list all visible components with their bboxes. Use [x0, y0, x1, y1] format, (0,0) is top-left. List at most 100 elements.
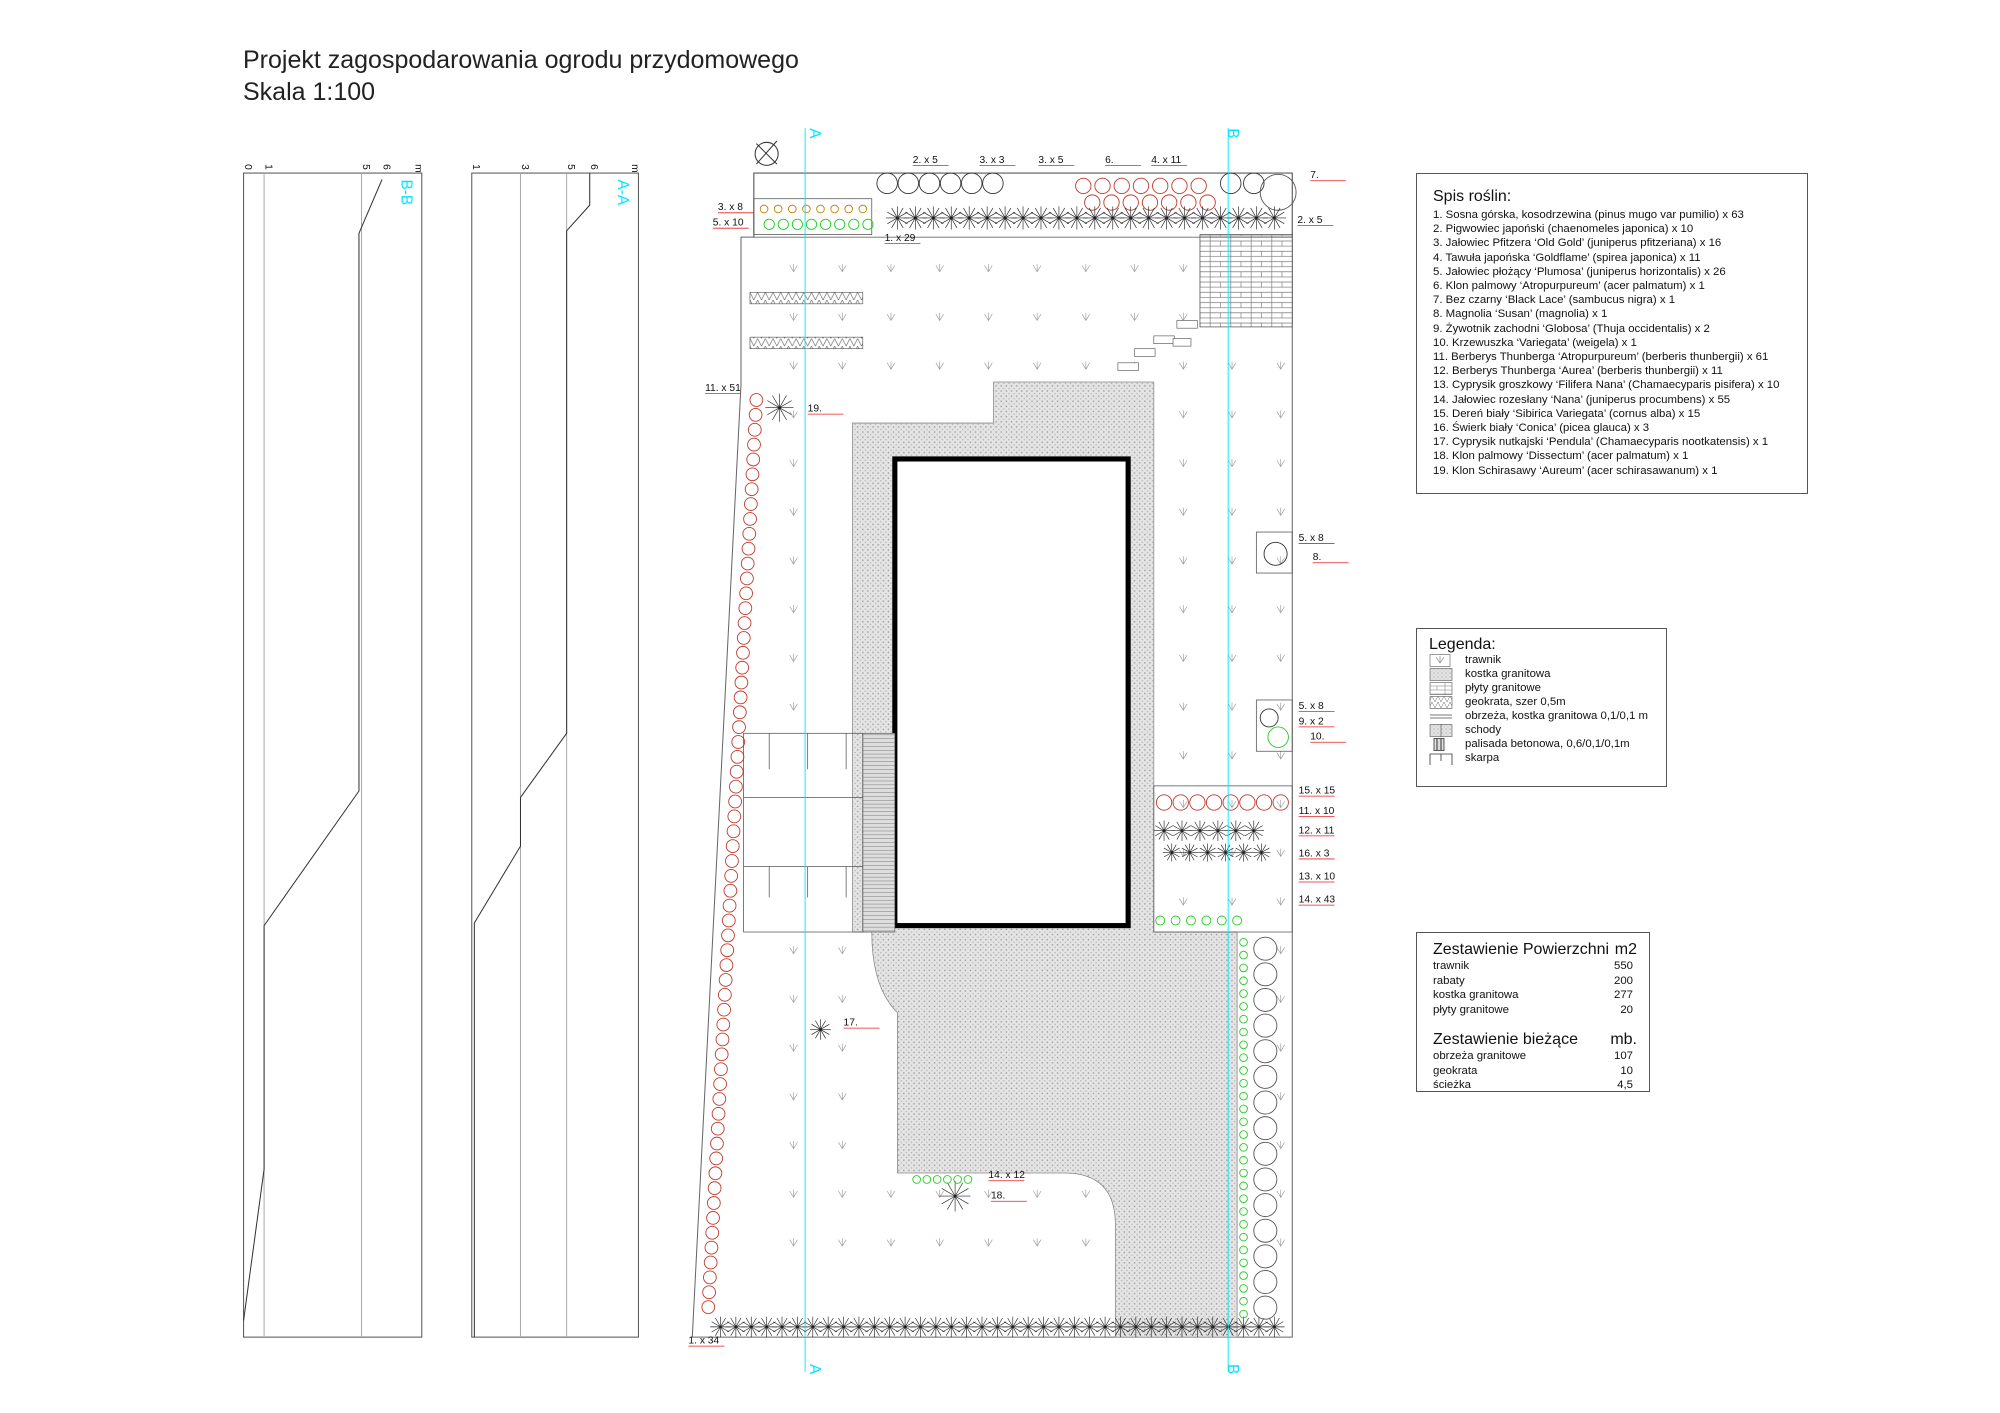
juniper-gold-symbol [759, 204, 769, 214]
plant-label: 3. x 8 [718, 202, 743, 213]
thuja-symbol [1259, 708, 1279, 728]
lawn-mark [1227, 605, 1237, 614]
juniper-symbol [1253, 1064, 1278, 1089]
legend-item: trawnik [1429, 653, 1666, 667]
dogwood-symbol [1205, 794, 1223, 811]
barberry-symbol [747, 437, 761, 452]
lawn-mark [1179, 507, 1188, 516]
juniper-plumosa-symbol [763, 218, 775, 230]
juniper-procumbens-symbol [1155, 915, 1166, 926]
lawn-mark [1033, 264, 1042, 273]
plant-list-item: 8. Magnolia ‘Susan’ (magnolia) x 1 [1433, 308, 1608, 321]
spirea-symbol [1094, 177, 1111, 195]
barberry-symbol [703, 1255, 718, 1270]
spirea-symbol [1199, 194, 1216, 211]
row-name: trawnik [1433, 960, 1470, 972]
barberry-symbol [734, 675, 749, 690]
juniper-procumbens-symbol [1239, 937, 1248, 947]
granite-slab-icon [1429, 681, 1455, 695]
spruce-symbol [1198, 843, 1217, 862]
lawn-mark [838, 264, 847, 273]
plant-list-item: 18. Klon palmowy ‘Dissectum’ (acer palma… [1433, 450, 1689, 463]
juniper-plumosa-symbol [805, 218, 818, 230]
plant-label: 5. x 8 [1299, 533, 1324, 544]
lawn-mark [1179, 458, 1188, 468]
barberry-symbol [707, 1181, 722, 1196]
legend-title: Legenda: [1429, 636, 1496, 653]
juniper-plumosa-symbol [848, 218, 860, 230]
lawn-mark [1276, 1140, 1285, 1150]
mugo-pine-symbol [1262, 206, 1286, 230]
quince-shrub-symbol [1243, 172, 1265, 195]
lawn-mark [1227, 751, 1237, 760]
juniper-gold-symbol [816, 204, 825, 214]
spirea-symbol [1084, 194, 1101, 211]
juniper-procumbens-symbol [1239, 1232, 1248, 1242]
mugo-pine-symbol [1226, 206, 1250, 230]
barberry-symbol [743, 512, 757, 526]
barberry-symbol [746, 452, 761, 467]
plant-label: 8. [1313, 552, 1322, 563]
lawn-mark [1276, 1092, 1285, 1101]
juniper-gold-symbol [830, 204, 839, 214]
barberry-symbol [711, 1106, 726, 1121]
juniper-procumbens-symbol [922, 1175, 932, 1184]
plant-label: 5. x 10 [713, 218, 744, 229]
lawn-mark [1179, 897, 1188, 906]
barberry-symbol [716, 1017, 731, 1032]
lawn-mark [984, 1189, 993, 1199]
juniper-procumbens-symbol [1239, 1155, 1248, 1165]
barberry-symbol [737, 616, 752, 630]
juniper-plumosa-symbol [777, 218, 789, 230]
spirea-symbol [1152, 177, 1169, 195]
mugo-pine-symbol [1244, 206, 1268, 230]
mugo-pine-symbol [993, 206, 1017, 230]
juniper-symbol [1253, 936, 1278, 961]
slope [743, 732, 864, 933]
juniper-procumbens-symbol [1239, 950, 1248, 960]
section-name: A-A [614, 179, 631, 205]
legend-item: palisada betonowa, 0,6/0,1/0,1m [1429, 737, 1666, 751]
juniper-gold-symbol [773, 204, 783, 214]
mugo-pine-symbol [1047, 206, 1071, 230]
barberry-symbol [732, 720, 746, 735]
lawn-mark [789, 653, 798, 663]
barberry-symbol [715, 1032, 730, 1047]
barberry-symbol [732, 705, 747, 720]
lawn-mark [1276, 702, 1285, 711]
magnolia-bed [1255, 531, 1293, 574]
plant-label: 3. x 5 [1038, 155, 1063, 166]
legend-item: schody [1429, 723, 1666, 737]
barberry-symbol [712, 1092, 727, 1106]
section-tick: m [629, 164, 640, 173]
barberry-aurea-symbol [1207, 820, 1229, 841]
row-value: 107 [1613, 1050, 1633, 1062]
barberry-symbol [717, 987, 732, 1002]
barberry-symbol [706, 1211, 720, 1225]
mugo-pine-symbol [1264, 1316, 1285, 1338]
slope-icon [1429, 752, 1455, 765]
lawn-mark [1276, 1189, 1285, 1199]
row-name: geokrata [1433, 1064, 1478, 1077]
plant-list-item: 2. Pigwowiec japoński (chaenomeles japon… [1433, 223, 1694, 236]
plant-label: 4. x 11 [1151, 155, 1181, 166]
barberry-symbol [740, 571, 754, 586]
lawn-mark [789, 458, 798, 468]
juniper-symbol [1253, 1244, 1278, 1269]
spruce-symbol [1234, 843, 1253, 862]
barberry-symbol [723, 883, 738, 898]
juniper-plumosa-symbol [834, 218, 846, 230]
lawn-mark [1227, 507, 1237, 516]
length-unit: mb. [1610, 1031, 1637, 1048]
legend-label: schody [1465, 724, 1502, 736]
lawn-mark [886, 361, 896, 370]
lawn-mark [935, 264, 944, 273]
section-tick: 6 [380, 164, 391, 170]
lawn-mark [984, 1238, 993, 1247]
juniper-procumbens-symbol [1239, 1194, 1248, 1203]
barberry-symbol [731, 735, 746, 749]
lawn-mark [838, 312, 847, 322]
plant-label: 7. [1310, 170, 1319, 181]
